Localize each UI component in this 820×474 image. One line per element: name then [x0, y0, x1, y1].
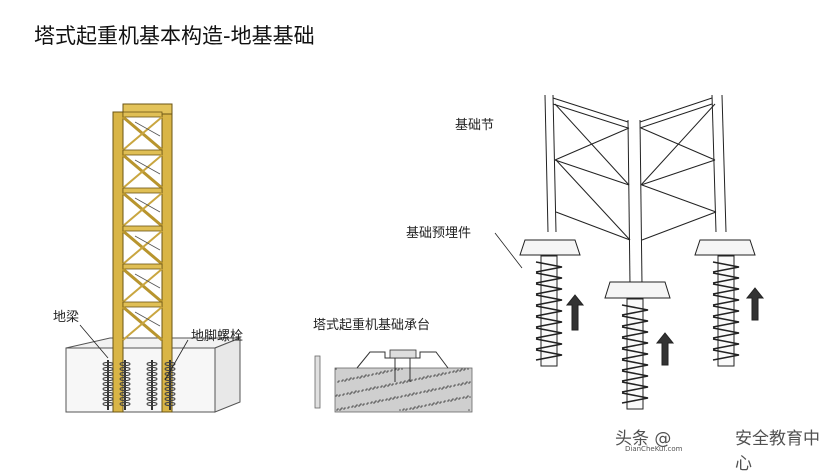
ground-beam-label: 地梁 [53, 310, 80, 325]
foundation-cap-label: 塔式起重机基础承台 [313, 318, 431, 333]
foundation-cap-diagram [314, 349, 473, 413]
anchor-bolts [102, 360, 176, 410]
page-title: 塔式起重机基本构造-地基基础 [34, 24, 315, 48]
foundation-section-label: 基础节 [455, 118, 495, 133]
watermark-prefix: 头条 @ [615, 429, 672, 449]
anchor-bolt-label: 地脚螺栓 [191, 329, 244, 344]
watermark-account: 安全教育中心 [735, 429, 820, 474]
mast-illustration [65, 94, 765, 413]
watermark-small: DianCheKui.com [625, 445, 683, 453]
embedded-part-label: 基础预埋件 [406, 226, 472, 241]
slide: 塔式起重机基本构造-地基基础 [34, 24, 820, 474]
tower-mast [112, 103, 173, 413]
foundation-section-drawing [519, 94, 765, 410]
